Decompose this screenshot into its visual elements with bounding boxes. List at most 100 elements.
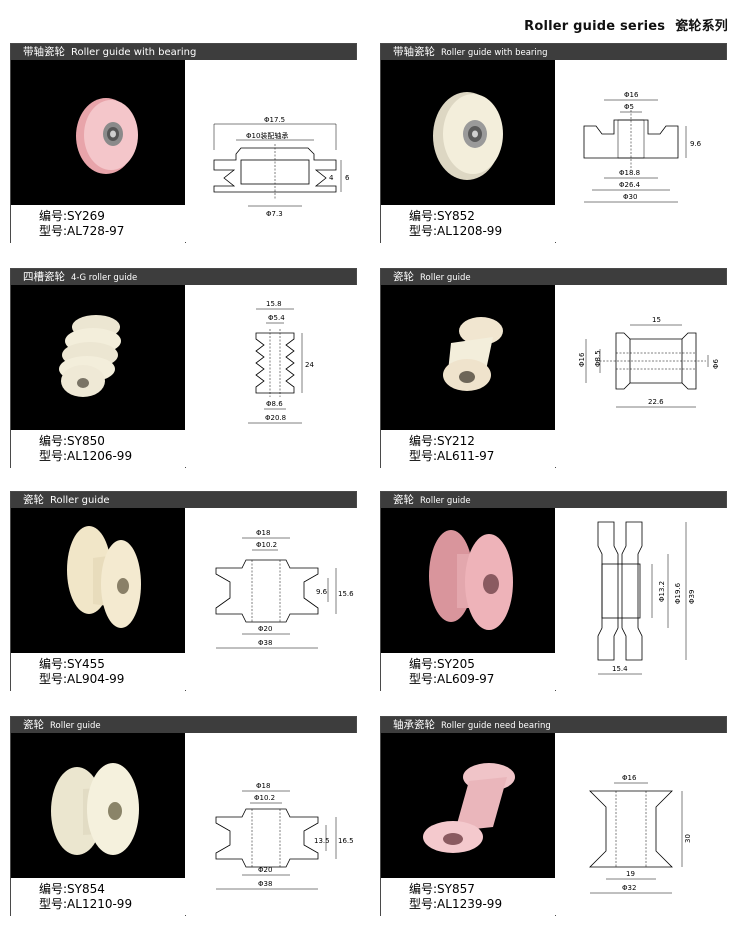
product-photo (11, 60, 185, 205)
svg-text:4: 4 (329, 174, 334, 182)
svg-text:Φ26.4: Φ26.4 (619, 181, 641, 189)
technical-drawing: Φ18 Φ10.2 9.6 15.6 Φ20 Φ38 (186, 508, 357, 691)
card-title-cn: 瓷轮 (23, 719, 44, 731)
card-title-en: Roller guide (420, 273, 471, 283)
svg-text:Φ7.3: Φ7.3 (266, 210, 283, 218)
svg-text:Φ20.8: Φ20.8 (265, 414, 286, 422)
card-title-en: Roller guide need bearing (441, 721, 551, 731)
product-model: 型号:AL611-97 (409, 449, 495, 463)
page-title-en: Roller guide series (524, 19, 666, 34)
svg-text:Φ10装配轴承: Φ10装配轴承 (246, 131, 288, 140)
card-title-en: Roller guide (50, 721, 101, 731)
product-card-sy205: 瓷轮 Roller guide 编号:SY205 型号:AL609-97 Φ13.… (380, 491, 727, 691)
svg-text:Φ20: Φ20 (258, 866, 272, 874)
product-code: 编号:SY852 (409, 209, 475, 223)
card-title-en: Roller guide with bearing (441, 48, 548, 58)
page-title: Roller guide series 瓷轮系列 (524, 15, 728, 34)
product-photo (381, 508, 555, 653)
svg-text:Φ8.5: Φ8.5 (594, 350, 602, 367)
product-codes: 编号:SY857 型号:AL1239-99 (381, 878, 555, 916)
svg-text:Φ19.6: Φ19.6 (674, 582, 682, 604)
card-header: 瓷轮 Roller guide (11, 492, 356, 508)
svg-text:19: 19 (626, 870, 635, 878)
card-title-en: Roller guide (420, 496, 471, 506)
card-title-cn: 带轴瓷轮 (393, 46, 435, 58)
svg-text:Φ18: Φ18 (256, 529, 270, 537)
svg-text:Φ16: Φ16 (578, 352, 586, 367)
card-title-en: 4-G roller guide (71, 273, 138, 283)
product-model: 型号:AL1210-99 (39, 897, 133, 911)
technical-drawing: Φ16 30 19 Φ32 (556, 733, 727, 916)
svg-text:24: 24 (305, 361, 314, 369)
product-card-sy212: 瓷轮 Roller guide 编号:SY212 型号:AL611-97 15 Φ… (380, 268, 727, 468)
technical-drawing: Φ16 Φ5 9.6 Φ18.8 Φ26.4 Φ30 (556, 60, 727, 243)
product-codes: 编号:SY212 型号:AL611-97 (381, 430, 555, 468)
card-title-cn: 带轴瓷轮 (23, 46, 65, 58)
product-code: 编号:SY854 (39, 882, 105, 896)
svg-text:Φ17.5: Φ17.5 (264, 116, 285, 124)
svg-text:Φ8.6: Φ8.6 (266, 400, 283, 408)
svg-text:Φ30: Φ30 (623, 193, 637, 201)
product-codes: 编号:SY269 型号:AL728-97 (11, 205, 185, 243)
product-code: 编号:SY212 (409, 434, 475, 448)
svg-text:Φ20: Φ20 (258, 625, 272, 633)
product-card-sy455: 瓷轮 Roller guide 编号:SY455 型号:AL904-99 Φ18 … (10, 491, 357, 691)
technical-drawing: Φ13.2 Φ19.6 Φ39 15.4 (556, 508, 727, 691)
card-title-cn: 瓷轮 (23, 494, 44, 506)
svg-text:Φ32: Φ32 (622, 884, 636, 892)
svg-text:Φ13.2: Φ13.2 (658, 581, 666, 602)
technical-drawing: 15.8 Φ5.4 24 Φ8.6 Φ20.8 (186, 285, 357, 468)
product-code: 编号:SY857 (409, 882, 475, 896)
card-title-cn: 瓷轮 (393, 494, 414, 506)
product-model: 型号:AL728-97 (39, 224, 125, 238)
product-photo (11, 285, 185, 430)
svg-text:13.5: 13.5 (314, 837, 330, 845)
product-code: 编号:SY205 (409, 657, 475, 671)
product-photo (381, 285, 555, 430)
svg-text:Φ38: Φ38 (258, 639, 272, 647)
product-model: 型号:AL1206-99 (39, 449, 133, 463)
svg-text:15.4: 15.4 (612, 665, 628, 673)
product-model: 型号:AL1208-99 (409, 224, 503, 238)
product-photo (381, 733, 555, 878)
technical-drawing: 15 Φ16 Φ8.5 Φ6 22.6 (556, 285, 727, 468)
product-model: 型号:AL1239-99 (409, 897, 503, 911)
svg-text:22.6: 22.6 (648, 398, 664, 406)
svg-text:Φ16: Φ16 (624, 91, 639, 99)
svg-text:16.5: 16.5 (338, 837, 354, 845)
product-model: 型号:AL904-99 (39, 672, 125, 686)
product-codes: 编号:SY854 型号:AL1210-99 (11, 878, 185, 916)
product-code: 编号:SY850 (39, 434, 105, 448)
technical-drawing: Φ17.5 Φ10装配轴承 6 4 Φ7.3 (186, 60, 357, 243)
product-photo (381, 60, 555, 205)
card-header: 瓷轮 Roller guide (11, 717, 356, 733)
product-model: 型号:AL609-97 (409, 672, 495, 686)
product-code: 编号:SY269 (39, 209, 105, 223)
svg-text:Φ18: Φ18 (256, 782, 270, 790)
svg-text:30: 30 (684, 834, 692, 843)
svg-text:Φ16: Φ16 (622, 774, 637, 782)
product-card-sy854: 瓷轮 Roller guide 编号:SY854 型号:AL1210-99 Φ18… (10, 716, 357, 916)
card-header: 带轴瓷轮 Roller guide with bearing (381, 44, 726, 60)
card-header: 瓷轮 Roller guide (381, 269, 726, 285)
svg-text:15.8: 15.8 (266, 300, 282, 308)
svg-text:Φ5.4: Φ5.4 (268, 314, 285, 322)
page-title-cn: 瓷轮系列 (675, 19, 728, 34)
svg-text:15.6: 15.6 (338, 590, 354, 598)
svg-text:Φ10.2: Φ10.2 (256, 541, 277, 549)
product-codes: 编号:SY852 型号:AL1208-99 (381, 205, 555, 243)
card-title-cn: 瓷轮 (393, 271, 414, 283)
product-code: 编号:SY455 (39, 657, 105, 671)
product-codes: 编号:SY205 型号:AL609-97 (381, 653, 555, 691)
product-card-sy852: 带轴瓷轮 Roller guide with bearing 编号:SY852 型… (380, 43, 727, 243)
svg-text:Φ38: Φ38 (258, 880, 272, 888)
svg-text:6: 6 (345, 174, 350, 182)
product-codes: 编号:SY850 型号:AL1206-99 (11, 430, 185, 468)
card-title-en: Roller guide (50, 495, 110, 506)
product-photo (11, 733, 185, 878)
